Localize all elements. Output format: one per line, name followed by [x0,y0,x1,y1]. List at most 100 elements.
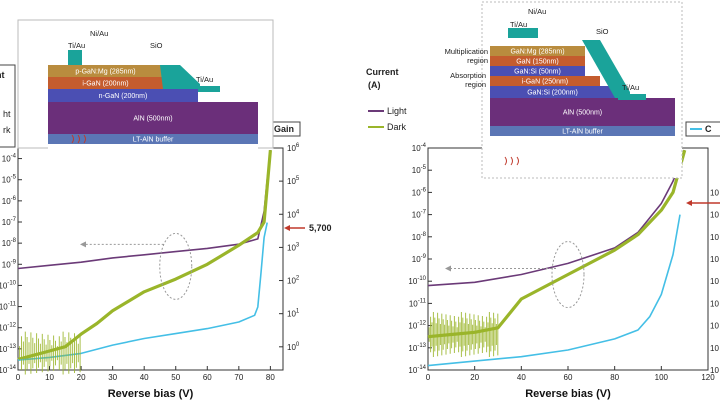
p0-inset-label-tiau1: Ti/Au [68,41,85,50]
p0-legend-light: ht [3,109,11,119]
p1-inset-layer-label: GaN:Si (50nm) [514,69,561,76]
p0-y-tick-label: 10-11 [0,302,17,312]
p1-y-tick-label: 10-10 [408,276,426,286]
p0-y2-tick-label: 106 [287,143,300,153]
p1-inset-sio2 [582,40,630,98]
p1-x-axis-label: Reverse bias (V) [525,388,611,400]
p0-inset-layer [48,102,258,134]
p1-legend-title: Current [366,67,399,77]
p1-y2-tick-label: 10 [710,255,719,264]
p0-y-tick-label: 10-8 [2,238,17,248]
p1-highlight-ellipse [551,241,585,309]
p0-inset-label-sio2: SiO [150,41,163,50]
p0-inset-layer [48,134,258,144]
p1-y-tick-label: 10-13 [408,343,426,353]
p0-dark-noise-band [19,331,81,375]
p1-inset-layer [490,76,600,86]
p1-y2-tick-label: 10 [710,211,719,220]
p1-x-tick-label: 100 [655,373,669,382]
p0-legend-title: nt [0,70,5,80]
p1-y2-tick-label: 10 [710,277,719,286]
p1-x-tick-label: 20 [470,373,479,382]
p0-y-tick-label: 10-13 [0,344,17,354]
p1-inset-label-sio2: SiO [596,27,609,36]
p0-y-tick-label: 10-9 [2,259,17,269]
p1-inset-label-niau: Ni/Au [528,7,546,16]
p0-inset-layer-label: i-GaN (200nm) [82,81,128,88]
p0-y2-tick-label: 101 [287,309,300,319]
p1-inset-layer-label: Sapphire (0001) [557,144,607,151]
p0-y-tick-label: 10-7 [2,217,17,227]
p1-side-label-mult2: region [467,56,488,65]
p1-inset-light-arrow [510,156,513,166]
p0-x-tick-label: 80 [266,373,275,382]
p1-inset-layer [490,66,585,76]
p0-inset-label-niau: Ni/Au [90,29,108,38]
p1-inset-layer [490,136,675,156]
p1-inset-layer [490,98,675,126]
p0-legend-dark: rk [3,125,11,135]
p0-x-tick-label: 0 [16,373,21,382]
p1-inset-layer-label: AlN (500nm) [563,110,602,117]
p0-x-tick-label: 20 [77,373,86,382]
p1-y2-tick-label: 10 [710,188,719,197]
p0-y-tick-label: 10-12 [0,323,17,333]
p1-inset-layer [490,86,615,98]
p0-x-tick-label: 40 [140,373,149,382]
p0-inset-layer [48,65,163,77]
p0-x-tick-label: 70 [234,373,243,382]
p1-y-tick-label: 10-11 [409,298,427,308]
p0-x-tick-label: 10 [45,373,54,382]
p1-y-tick-label: 10-12 [408,321,426,331]
p0-y2-tick-label: 100 [287,342,300,352]
p0-arrow-head [80,241,86,248]
p0-y-tick-label: 10-10 [0,280,17,290]
p1-y-tick-label: 10-7 [412,210,427,220]
p0-inset-label-tiau2: Ti/Au [196,75,213,84]
p0-x-tick-label: 60 [203,373,212,382]
p0-inset-ncontact [198,86,220,92]
p1-x-tick-label: 120 [701,373,715,382]
p1-inset-layer-label: GaN (150nm) [516,59,558,66]
p0-y-tick-label: 10-14 [0,365,17,375]
p1-y2-tick-label: 10 [710,233,719,242]
p1-y-tick-label: 10-6 [412,187,427,197]
p1-inset-layer-label: LT-AlN buffer [562,129,603,136]
p1-dark-noise-band [428,312,499,357]
p1-y-tick-label: 10-9 [412,254,427,264]
p0-legend-box [0,64,16,148]
p1-x-tick-label: 80 [610,373,619,382]
p1-legend-units: (A) [368,80,381,90]
p1-inset-label-tiau2: Ti/Au [622,83,639,92]
p1-gain-legend-label: C [705,124,712,134]
p0-highlight-ellipse [159,232,193,300]
p0-gain-legend-label: Gain [274,124,294,134]
p0-y-tick-label: 10-5 [2,175,17,185]
p0-y-tick-label: 10-4 [2,154,17,164]
p1-legend-light-label: Light [387,106,407,116]
p1-x-tick-label: 40 [517,373,526,382]
p0-inset-layer-label: n-GaN (200nm) [99,93,148,100]
p0-plot-frame [17,147,284,371]
p1-side-label-abs2: region [465,80,486,89]
p1-y2-tick-label: 10 [710,366,719,375]
p0-y2-tick-label: 105 [287,176,300,186]
p1-inset-layer-label: GaN:Mg (285nm) [510,49,564,56]
p1-y2-tick-label: 10 [710,299,719,308]
p0-inset-layer-label: Sapphire (0001) [128,152,178,159]
p1-series-gain-line [427,214,681,367]
p1-legend-dark-label: Dark [387,122,407,132]
p0-inset-layer [48,89,198,102]
p1-inset-layer-label: i-GaN (250nm) [522,79,568,86]
p1-x-tick-label: 60 [564,373,573,382]
p0-annotation-text: 5,700 [309,223,332,233]
p0-inset-light-arrow [77,134,80,144]
p1-y-tick-label: 10-5 [412,165,427,175]
p1-y2-tick-label: 10 [710,344,719,353]
p1-inset-layer [490,56,585,66]
p1-inset-light-arrow [516,156,519,166]
p0-series-gain-line [17,222,268,361]
p1-inset-label-tiau1: Ti/Au [510,20,527,29]
p0-x-tick-label: 50 [171,373,180,382]
